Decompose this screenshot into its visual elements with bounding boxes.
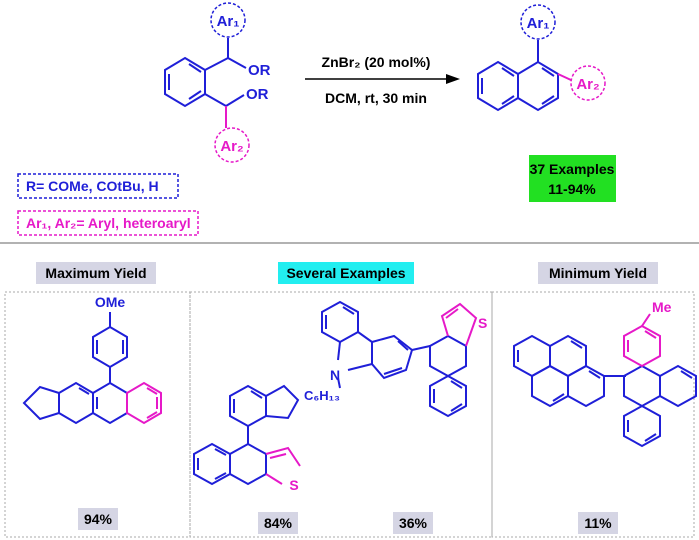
starting-material-benzene-ring [164, 56, 206, 108]
ar1-label: Ar₁ [217, 13, 240, 30]
yield-max-bg [78, 508, 118, 530]
product-ar1-label: Ar₁ [527, 15, 550, 32]
max-title: Maximum Yield [45, 265, 146, 281]
conditions-label: DCM, rt, 30 min [325, 90, 427, 106]
n-label: N [330, 367, 340, 383]
yield-84-bg [258, 512, 298, 534]
starting-material-side-chains [204, 38, 247, 128]
max-yield-structure [22, 312, 162, 425]
ar1-circle [210, 2, 246, 38]
min-yield-panel [491, 291, 695, 538]
max-yield-panel [4, 291, 191, 538]
s-label-36: S [478, 315, 487, 331]
several-title-bg [278, 262, 414, 284]
max-title-bg [36, 262, 156, 284]
product-naphthalene [477, 40, 559, 112]
me-label: Me [652, 299, 672, 315]
min-title: Minimum Yield [549, 265, 647, 281]
ar-definition-box [17, 210, 199, 236]
product-ar1-circle [520, 4, 556, 40]
ar2-label: Ar₂ [220, 138, 243, 155]
product-ar2-circle [570, 65, 606, 101]
ar2-circle [214, 127, 250, 163]
yield-several-2: 36% [399, 515, 428, 531]
reagent-label: ZnBr₂ (20 mol%) [322, 54, 431, 70]
ar-definition-label: Ar₁, Ar₂= Aryl, heteroaryl [26, 215, 191, 231]
min-yield-structure [513, 313, 697, 448]
min-title-bg [538, 262, 658, 284]
example-36-structure [321, 300, 478, 418]
hexyl-label: C₆H₁₃ [304, 388, 340, 403]
s-label-84: S [289, 477, 298, 493]
ome-label: OMe [95, 294, 126, 310]
r-definition-label: R= COMe, COtBu, H [26, 178, 159, 194]
reaction-arrow [305, 74, 460, 84]
product-ar2-bond [557, 73, 572, 81]
yield-min-bg [578, 512, 618, 534]
product-ar2-label: Ar₂ [576, 76, 599, 93]
scope-count-label: 37 Examples [530, 161, 615, 177]
several-examples-panel [189, 291, 493, 538]
or-label-top: OR [248, 62, 271, 79]
yield-36-bg [393, 512, 433, 534]
example-84-structure [193, 384, 301, 486]
yield-several-1: 84% [264, 515, 293, 531]
yield-min: 11% [584, 515, 612, 531]
r-definition-box [17, 173, 179, 199]
scope-box [529, 155, 616, 202]
several-title: Several Examples [286, 265, 405, 281]
yield-max: 94% [84, 511, 113, 527]
or-label-bottom: OR [246, 86, 269, 103]
scope-yield-label: 11-94% [548, 181, 596, 197]
